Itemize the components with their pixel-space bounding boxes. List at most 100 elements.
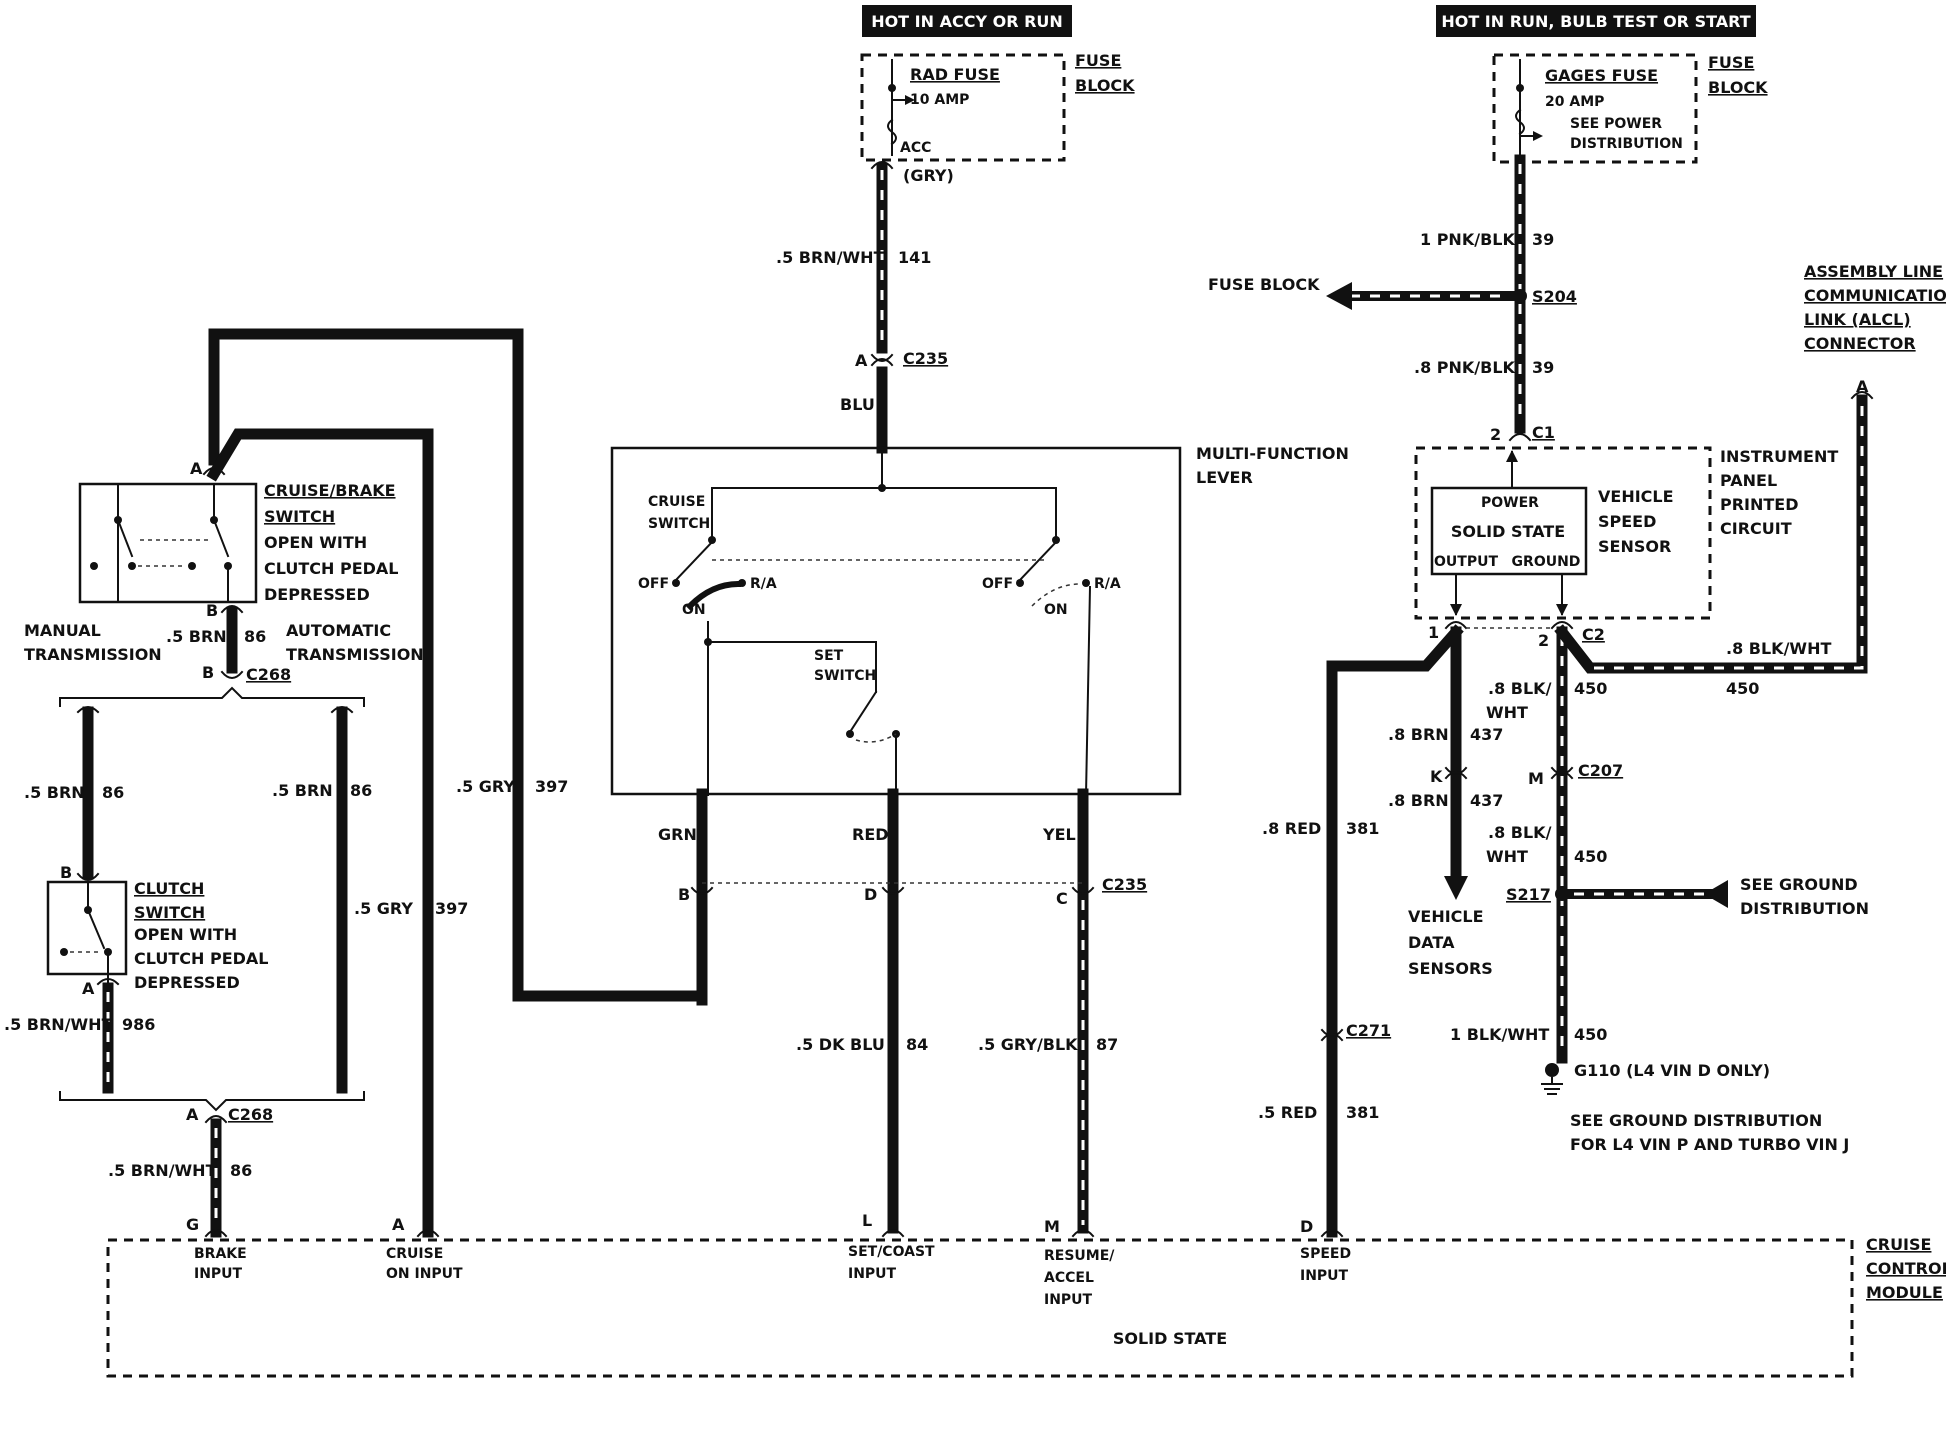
pin-2-c2: 2 (1538, 631, 1549, 650)
fuse-block-arrow (1326, 282, 1352, 310)
wire-381-top-gauge: .8 RED (1262, 819, 1321, 838)
resume-input-1: RESUME/ (1044, 1248, 1115, 1264)
ground-note-1: SEE GROUND DISTRIBUTION (1570, 1111, 1822, 1130)
connector-c2: C2 (1582, 625, 1605, 644)
pin-k-c207: K (1430, 767, 1443, 786)
speed-input-1: SPEED (1300, 1246, 1351, 1262)
wire-87-circuit: 87 (1096, 1035, 1118, 1054)
pin-a-c268: A (186, 1105, 199, 1124)
gages-fuse-icon (1515, 108, 1525, 136)
gages-fuse-rating: 20 AMP (1545, 94, 1604, 110)
wire-39-bot-circuit: 39 (1532, 358, 1554, 377)
wire-86-bot-gauge: .5 BRN/WHT (108, 1161, 217, 1180)
cbs-label-2: SWITCH (264, 507, 335, 526)
see-ground-1: SEE GROUND (1740, 875, 1858, 894)
connector-c1: C1 (1532, 423, 1555, 442)
connector-c235: C235 (903, 349, 948, 368)
wire-84-circuit: 84 (906, 1035, 928, 1054)
wire-blu-label: BLU (840, 395, 875, 414)
cruise-switch-label-1: CRUISE (648, 494, 705, 510)
pin-m-ccm: M (1044, 1217, 1060, 1236)
gages-fuse-block-label-2: BLOCK (1708, 78, 1768, 97)
brake-input-2: INPUT (194, 1266, 243, 1282)
cruise-switch-label-2: SWITCH (648, 516, 710, 532)
pin-1-c2: 1 (1428, 623, 1439, 642)
set-switch-blade (848, 690, 878, 734)
wire-450-alcl (1554, 394, 1868, 674)
wire-450-gnd-gauge: 1 BLK/WHT (1450, 1025, 1549, 1044)
ccm-solid-state: SOLID STATE (1113, 1329, 1227, 1348)
wire-437-b-circuit: 437 (1470, 791, 1503, 810)
wire-86-man-circuit: 86 (102, 783, 124, 802)
wire-86-man-gauge: .5 BRN (24, 783, 85, 802)
ccm-label-1: CRUISE (1866, 1235, 1931, 1254)
connector-c268-top: C268 (246, 665, 291, 684)
alcl-label-4: CONNECTOR (1804, 334, 1916, 353)
clutch-switch-box (46, 880, 128, 976)
header-hot-accy-run-text: HOT IN ACCY OR RUN (871, 12, 1063, 31)
wire-86-sw-gauge: .5 BRN (166, 627, 227, 646)
ipc-label-1: INSTRUMENT (1720, 447, 1838, 466)
c235-d-connector (881, 886, 905, 895)
ipc-label-3: PRINTED (1720, 495, 1799, 514)
vss-solid-state: SOLID STATE (1451, 522, 1565, 541)
wire-381 (1326, 624, 1464, 1238)
clutch-label-1: CLUTCH (134, 879, 204, 898)
switch-off-label-2: OFF (982, 576, 1013, 592)
ground-g110 (1545, 1063, 1559, 1077)
wire-39-bot-gauge: .8 PNK/BLK (1414, 358, 1516, 377)
vss-label-2: SPEED (1598, 512, 1656, 531)
vss-label-3: SENSOR (1598, 537, 1671, 556)
switch-ra-label: R/A (750, 576, 777, 592)
vss-ground: GROUND (1512, 554, 1581, 570)
wire-86-sw-circuit: 86 (244, 627, 266, 646)
rad-fuse-connector (870, 161, 894, 170)
switch-on-label-2: ON (1044, 602, 1068, 618)
rad-fuse-rating: 10 AMP (910, 92, 969, 108)
header-hot-run-bulb (1436, 5, 1756, 37)
cruise-switch-blade (674, 540, 714, 582)
set-switch-label-1: SET (814, 648, 844, 664)
cruise-control-module-box (106, 1238, 1854, 1378)
c235-b-connector (690, 886, 714, 895)
automatic-trans-2: TRANSMISSION (286, 645, 424, 664)
wire-grn-label: GRN (658, 825, 697, 844)
wire-397-a-gauge: .5 GRY (456, 777, 515, 796)
wire-450-b-gauge: .8 BLK/ (1488, 823, 1552, 842)
pin-m-c207: M (1528, 769, 1544, 788)
instrument-panel-box (1414, 446, 1712, 620)
rad-fuse-block-label-2: BLOCK (1075, 76, 1135, 95)
connector-c235-lower: C235 (1102, 875, 1147, 894)
cbs-blade-2 (212, 518, 230, 558)
wire-450-a-color: WHT (1486, 703, 1528, 722)
wire-450-gnd-circuit: 450 (1574, 1025, 1607, 1044)
pin-g-ccm: G (186, 1215, 199, 1234)
vss-label-1: VEHICLE (1598, 487, 1674, 506)
see-ground-2: DISTRIBUTION (1740, 899, 1869, 918)
c268-top-bracket (59, 686, 365, 707)
manual-trans-2: TRANSMISSION (24, 645, 162, 664)
wire-86-auto-gauge: .5 BRN (272, 781, 333, 800)
pin-l-ccm: L (862, 1211, 872, 1230)
wire-86-bot-circuit: 86 (230, 1161, 252, 1180)
vss-power: POWER (1481, 495, 1539, 511)
resume-input-3: INPUT (1044, 1292, 1093, 1308)
wire-381-bot-gauge: .5 RED (1258, 1103, 1317, 1122)
vds-label-2: DATA (1408, 933, 1455, 952)
pin-c-c235: C (1056, 889, 1068, 908)
wire-450-b-circuit: 450 (1574, 847, 1607, 866)
rad-fuse-name: RAD FUSE (910, 65, 1000, 84)
rad-wire-color: (GRY) (903, 166, 954, 185)
rad-fuse-block-label-1: FUSE (1075, 51, 1121, 70)
ipc-label-4: CIRCUIT (1720, 519, 1792, 538)
connector-c207: C207 (1578, 761, 1623, 780)
wire-141-gauge: .5 BRN/WHT (776, 248, 885, 267)
gages-fuse-block-label-1: FUSE (1708, 53, 1754, 72)
cruise-switch-arc (685, 580, 742, 611)
pin-2-c1: 2 (1490, 425, 1501, 444)
brake-input-1: BRAKE (194, 1246, 247, 1262)
clutch-blade (86, 908, 106, 950)
alcl-label-3: LINK (ALCL) (1804, 310, 1911, 329)
wire-141-circuit: 141 (898, 248, 931, 267)
wire-381-top-circuit: 381 (1346, 819, 1379, 838)
